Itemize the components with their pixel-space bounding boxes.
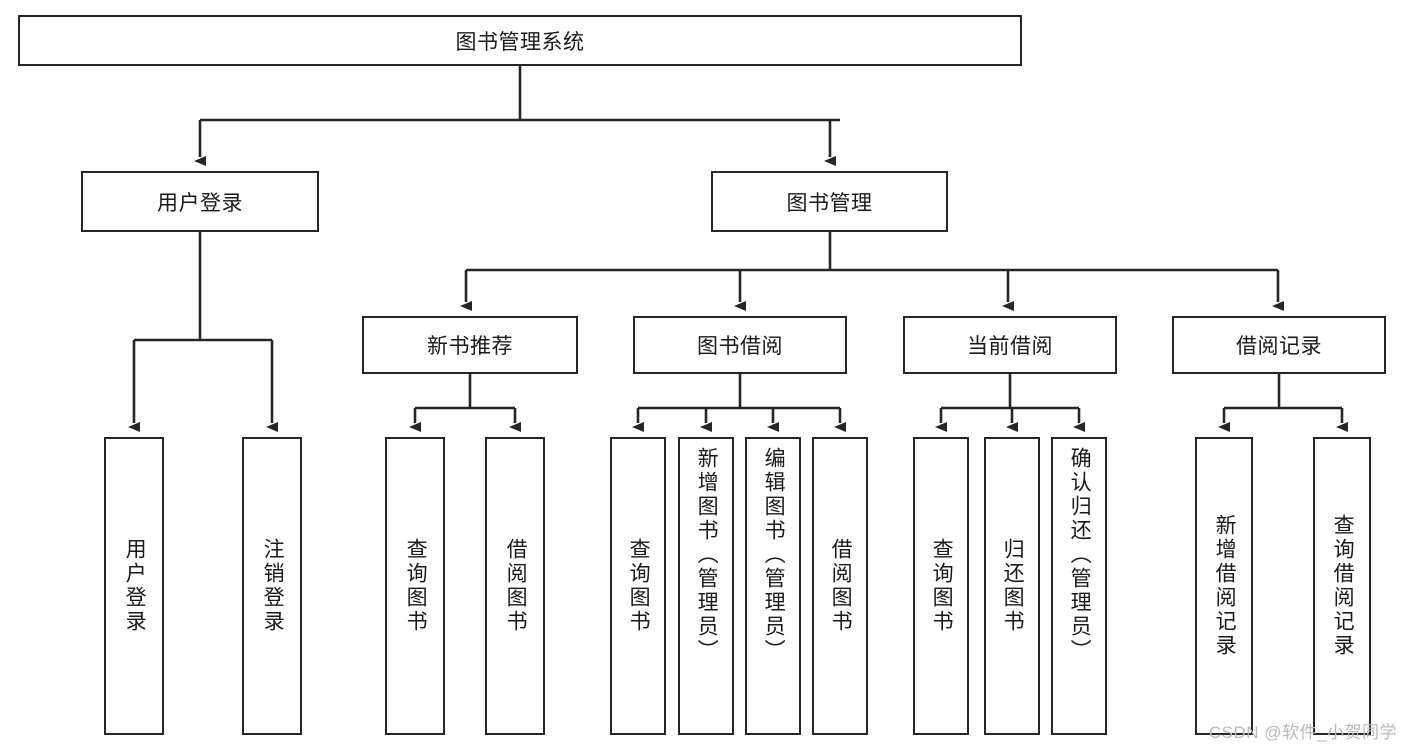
leaf-borrow-book[interactable]: 借阅图书 xyxy=(812,437,868,735)
leaf-add-book-admin[interactable]: 新增图书（管理员） xyxy=(678,437,734,735)
node-root-label: 图书管理系统 xyxy=(455,30,585,54)
node-current-borrow[interactable]: 当前借阅 xyxy=(903,316,1117,374)
leaf-query-borrow-record[interactable]: 查询借阅记录 xyxy=(1313,437,1371,735)
leaf-user-logout-label: 注销登录 xyxy=(261,538,285,634)
node-book-borrow[interactable]: 图书借阅 xyxy=(633,316,847,374)
edge-group-book-mgmt xyxy=(460,232,1284,311)
leaf-confirm-return-admin[interactable]: 确认归还（管理员） xyxy=(1051,437,1107,735)
node-root-system[interactable]: 图书管理系统 xyxy=(18,15,1022,66)
leaf-edit-book-admin[interactable]: 编辑图书（管理员） xyxy=(745,437,801,735)
leaf-query-book-recommend-label: 查询图书 xyxy=(404,538,428,634)
edge-group-root xyxy=(194,66,840,166)
leaf-borrow-book-label: 借阅图书 xyxy=(829,538,853,634)
leaf-query-book-borrow-label: 查询图书 xyxy=(627,538,651,634)
leaf-user-login-label: 用户登录 xyxy=(123,538,147,634)
node-user-login[interactable]: 用户登录 xyxy=(81,171,319,232)
leaf-add-borrow-record-label: 新增借阅记录 xyxy=(1213,514,1237,658)
leaf-return-book[interactable]: 归还图书 xyxy=(984,437,1040,735)
edge-group-borrow-record xyxy=(1218,374,1348,432)
node-book-management[interactable]: 图书管理 xyxy=(711,171,948,232)
leaf-add-borrow-record[interactable]: 新增借阅记录 xyxy=(1195,437,1253,735)
leaf-query-book-current-label: 查询图书 xyxy=(930,538,954,634)
leaf-query-book-borrow[interactable]: 查询图书 xyxy=(610,437,666,735)
node-new-book-recommend-label: 新书推荐 xyxy=(427,335,513,358)
edge-group-user-login xyxy=(128,232,278,432)
leaf-borrow-book-recommend-label: 借阅图书 xyxy=(504,538,528,634)
edge-group-current-borrow xyxy=(935,374,1085,432)
leaf-user-login[interactable]: 用户登录 xyxy=(104,437,164,735)
leaf-query-borrow-record-label: 查询借阅记录 xyxy=(1331,514,1355,658)
node-new-book-recommend[interactable]: 新书推荐 xyxy=(362,316,578,374)
node-user-login-label: 用户登录 xyxy=(157,191,243,215)
leaf-add-book-admin-label: 新增图书（管理员） xyxy=(695,447,719,663)
edge-group-new-book xyxy=(409,374,521,432)
leaf-edit-book-admin-label: 编辑图书（管理员） xyxy=(762,447,786,663)
watermark: CSDN @软件_小贺同学 xyxy=(1208,723,1397,742)
node-borrow-record[interactable]: 借阅记录 xyxy=(1172,316,1386,374)
leaf-query-book-recommend[interactable]: 查询图书 xyxy=(385,437,445,735)
leaf-user-logout[interactable]: 注销登录 xyxy=(242,437,302,735)
leaf-query-book-current[interactable]: 查询图书 xyxy=(913,437,969,735)
node-current-borrow-label: 当前借阅 xyxy=(967,335,1053,358)
node-book-borrow-label: 图书借阅 xyxy=(697,335,783,358)
node-book-management-label: 图书管理 xyxy=(786,191,873,215)
leaf-borrow-book-recommend[interactable]: 借阅图书 xyxy=(485,437,545,735)
edge-group-borrow-book xyxy=(632,374,846,432)
node-borrow-record-label: 借阅记录 xyxy=(1236,335,1322,358)
leaf-confirm-return-admin-label: 确认归还（管理员） xyxy=(1068,447,1092,663)
leaf-return-book-label: 归还图书 xyxy=(1001,538,1025,634)
